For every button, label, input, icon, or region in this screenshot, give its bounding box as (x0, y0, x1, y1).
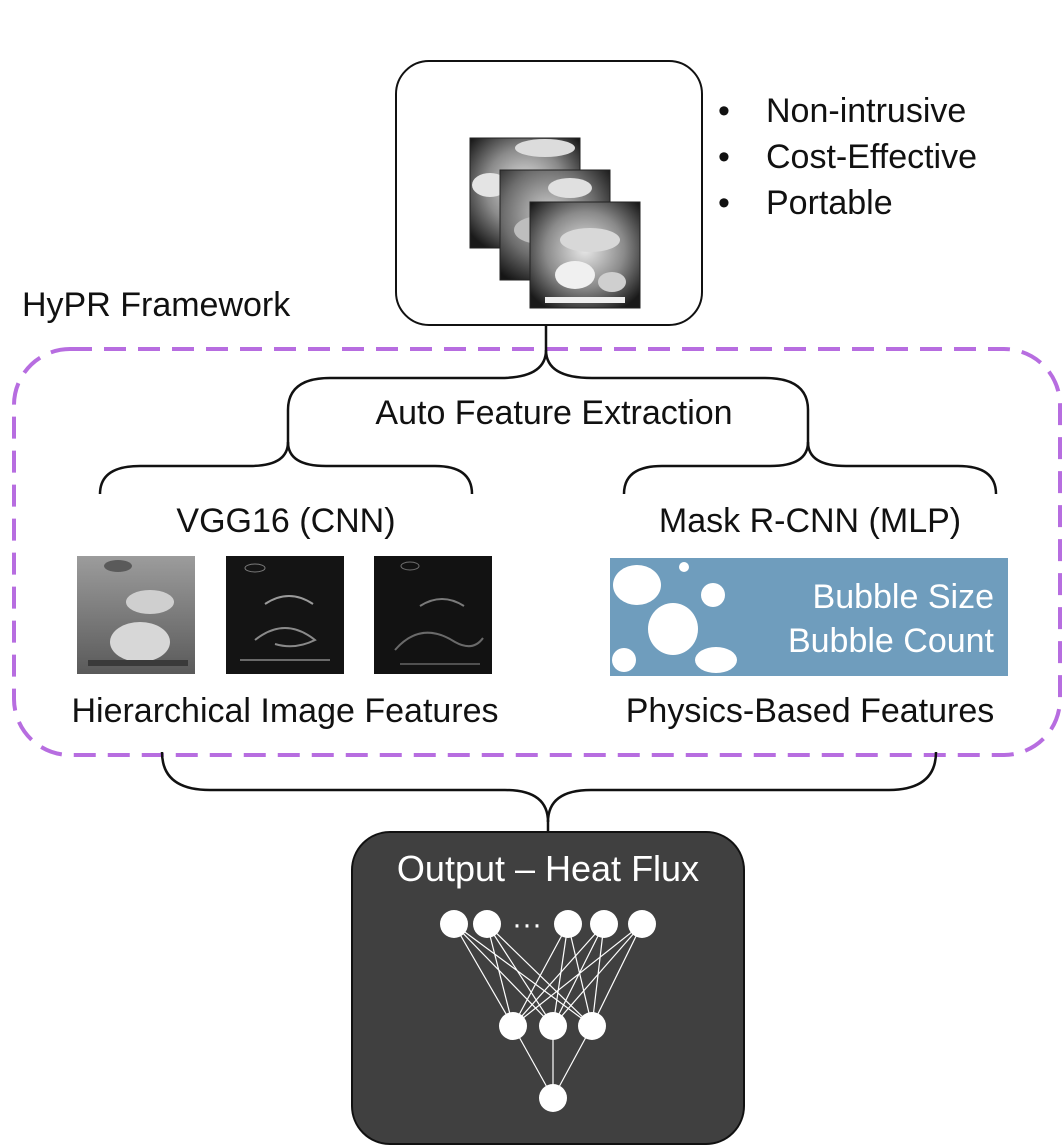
input-node (473, 910, 501, 938)
bubble (695, 647, 737, 673)
bubble (613, 565, 661, 605)
output-node (539, 1084, 567, 1112)
hidden-node (539, 1012, 567, 1040)
feature-map-1 (77, 556, 195, 674)
framework-label: HyPR Framework (22, 286, 291, 324)
input-node (440, 910, 468, 938)
auto-feature-label: Auto Feature Extraction (375, 394, 733, 432)
bubble-size-text: Bubble Size (812, 578, 994, 616)
bubble (648, 603, 698, 655)
bubble (612, 648, 636, 672)
benefit-item: Non-intrusive (718, 88, 977, 134)
bubble (679, 562, 689, 572)
feature-map-3 (374, 556, 492, 674)
hidden-node (499, 1012, 527, 1040)
benefit-item: Cost-Effective (718, 134, 977, 180)
hidden-node (578, 1012, 606, 1040)
input-node (554, 910, 582, 938)
ellipsis-text: ··· (512, 908, 542, 941)
neural-network-nodes (440, 910, 656, 1112)
output-box (351, 831, 745, 1145)
benefits-list: Non-intrusive Cost-Effective Portable (718, 88, 977, 226)
right-brace (622, 441, 998, 495)
input-box (395, 60, 703, 326)
top-brace (286, 324, 548, 450)
bubble-count-text: Bubble Count (787, 622, 994, 660)
benefit-item: Portable (718, 180, 977, 226)
hierarchical-features-caption: Hierarchical Image Features (71, 692, 499, 730)
bubble-panel (610, 558, 1008, 676)
left-brace (98, 441, 474, 495)
physics-features-caption: Physics-Based Features (625, 692, 995, 730)
bubble (701, 583, 725, 607)
mask-rcnn-title: Mask R-CNN (MLP) (658, 502, 962, 540)
vgg16-title: VGG16 (CNN) (176, 502, 396, 540)
input-image-stack (469, 137, 641, 309)
framework-outline (12, 347, 1062, 757)
feature-map-2 (226, 556, 344, 674)
input-node (590, 910, 618, 938)
input-node (628, 910, 656, 938)
bottom-brace (160, 751, 938, 823)
output-box-title: Output – Heat Flux (396, 848, 700, 889)
input-box-title: Input – Image (438, 80, 660, 121)
